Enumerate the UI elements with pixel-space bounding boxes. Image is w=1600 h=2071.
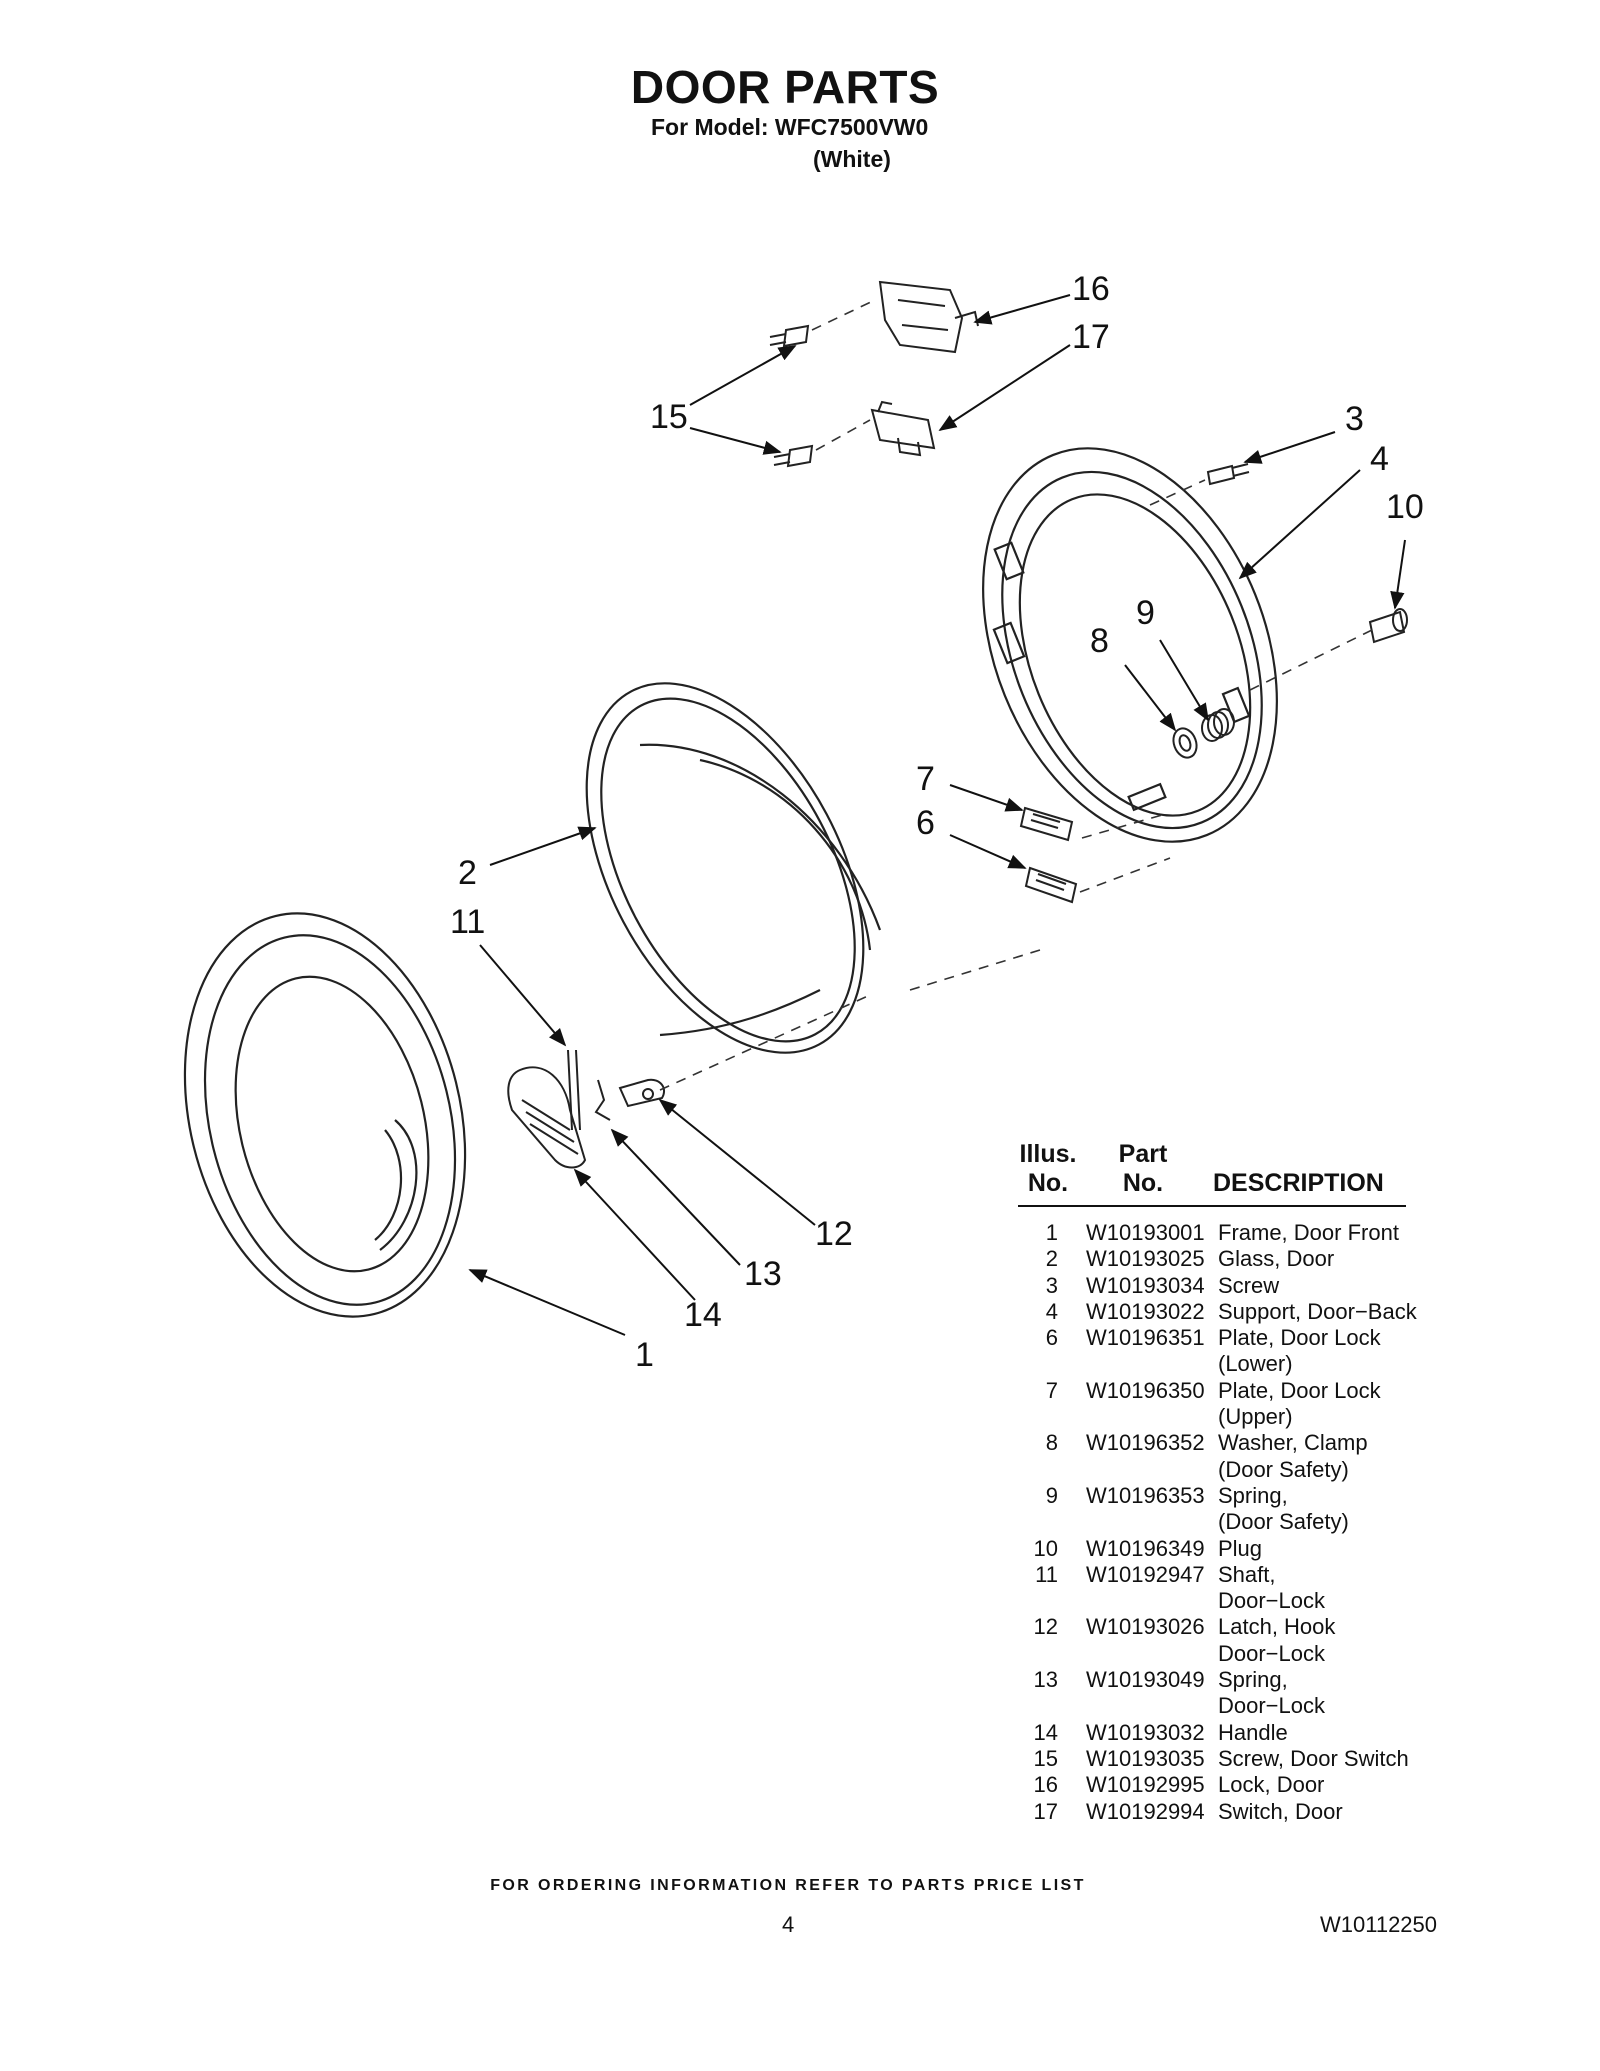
callout-14: 14 bbox=[684, 1296, 722, 1334]
callout-4: 4 bbox=[1370, 440, 1389, 478]
shaft-11-part bbox=[567, 1049, 581, 1131]
assembly-dashed-lines bbox=[659, 299, 1373, 1091]
spring-13-part bbox=[594, 1079, 611, 1121]
header-description: DESCRIPTION bbox=[1213, 1169, 1384, 1197]
screw-15b-part bbox=[773, 444, 814, 468]
callout-8: 8 bbox=[1090, 622, 1109, 660]
model-line: For Model: WFC7500VW0 bbox=[651, 114, 929, 140]
ordering-note: FOR ORDERING INFORMATION REFER TO PARTS … bbox=[490, 1877, 1086, 1894]
callout-10: 10 bbox=[1386, 488, 1424, 526]
callout-9: 9 bbox=[1136, 594, 1155, 632]
callout-13: 13 bbox=[744, 1255, 782, 1293]
door-back-support-part bbox=[982, 447, 1278, 843]
door-front-frame-part bbox=[183, 912, 467, 1318]
door-switch-17-part bbox=[870, 400, 936, 457]
callout-12: 12 bbox=[815, 1215, 853, 1253]
washer-8-part bbox=[1172, 727, 1198, 759]
leader-arrows bbox=[468, 294, 1406, 1336]
header-illus-no: Illus. No. bbox=[1019, 1140, 1077, 1197]
color-line: (White) bbox=[813, 146, 891, 172]
header-rule bbox=[1018, 1205, 1406, 1207]
callout-7: 7 bbox=[916, 760, 935, 798]
callout-1: 1 bbox=[635, 1336, 654, 1374]
door-glass-part bbox=[585, 682, 882, 1054]
parts-table-header: Illus. No. Part No. DESCRIPTION bbox=[1018, 1140, 1448, 1207]
callout-3: 3 bbox=[1345, 400, 1364, 438]
screw-15a-part bbox=[769, 324, 810, 348]
callout-11: 11 bbox=[450, 903, 485, 941]
page-number: 4 bbox=[782, 1912, 795, 1937]
door-lock-16-part bbox=[878, 280, 979, 354]
header-part-no: Part No. bbox=[1118, 1140, 1168, 1197]
screw-3-part bbox=[1206, 463, 1250, 486]
callout-6: 6 bbox=[916, 804, 935, 842]
callout-2: 2 bbox=[458, 854, 477, 892]
lock-plate-lower-part bbox=[1024, 866, 1078, 904]
spring-9-part bbox=[1201, 708, 1235, 742]
callout-16: 16 bbox=[1072, 270, 1110, 308]
page-title: DOOR PARTS bbox=[630, 61, 940, 113]
lock-plate-upper-part bbox=[1019, 806, 1074, 842]
latch-hook-12-part bbox=[618, 1078, 666, 1108]
callout-15: 15 bbox=[650, 398, 688, 436]
callout-17: 17 bbox=[1072, 318, 1110, 356]
document-number: W10112250 bbox=[1320, 1912, 1438, 1937]
plug-10-part bbox=[1368, 608, 1408, 644]
handle-14-part bbox=[507, 1066, 587, 1169]
